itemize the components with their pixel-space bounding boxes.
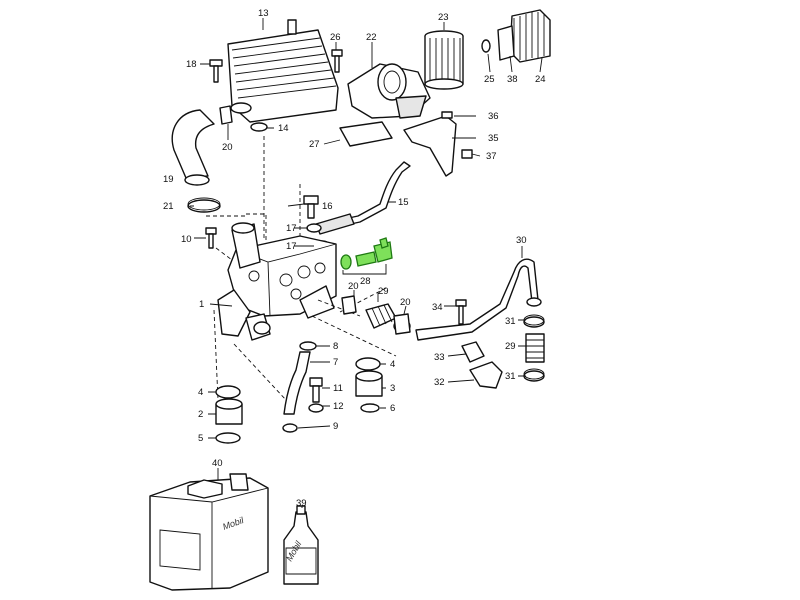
callout-27: 27 xyxy=(309,139,320,150)
callout-35: 35 xyxy=(488,133,499,144)
bolt-11 xyxy=(309,377,323,403)
oil-housing-1 xyxy=(217,222,337,341)
clamp-31a xyxy=(523,314,545,328)
callout-3: 3 xyxy=(390,383,395,394)
filter-cap-24 xyxy=(509,9,551,63)
callout-17a: 17 xyxy=(286,223,297,234)
callout-37: 37 xyxy=(486,151,497,162)
callout-10: 10 xyxy=(181,234,192,245)
callout-8: 8 xyxy=(333,341,338,352)
callout-6: 6 xyxy=(390,403,395,414)
oil-canister-40 xyxy=(149,473,269,591)
callout-18: 18 xyxy=(186,59,197,70)
callout-32: 32 xyxy=(434,377,445,388)
clamp-31b xyxy=(523,368,545,382)
callout-31a: 31 xyxy=(505,316,516,327)
callout-29b: 29 xyxy=(505,341,516,352)
callout-7: 7 xyxy=(333,357,338,368)
nipple-20-left xyxy=(219,105,233,125)
hose-29a xyxy=(365,303,397,329)
seal-14 xyxy=(250,122,268,132)
callout-25: 25 xyxy=(484,74,495,85)
seal-4a xyxy=(355,357,381,371)
callout-2: 2 xyxy=(198,409,203,420)
callout-36: 36 xyxy=(488,111,499,122)
callout-34: 34 xyxy=(432,302,443,313)
callout-4a: 4 xyxy=(390,359,395,370)
bolt-34 xyxy=(455,299,467,325)
gasket-27 xyxy=(339,121,393,147)
callout-26: 26 xyxy=(330,32,341,43)
callout-40: 40 xyxy=(212,458,223,469)
seal-5 xyxy=(215,432,241,444)
banjo-bolt-16 xyxy=(303,195,319,219)
callout-28: 28 xyxy=(360,276,371,287)
callout-14: 14 xyxy=(278,123,289,134)
hose-29b xyxy=(525,333,545,363)
nipple-20b xyxy=(341,295,357,315)
callout-22: 22 xyxy=(366,32,377,43)
callout-12: 12 xyxy=(333,401,344,412)
callout-20b: 20 xyxy=(348,281,359,292)
bolt-26 xyxy=(331,49,343,73)
callout-17b: 17 xyxy=(286,241,297,252)
callout-39: 39 xyxy=(296,498,307,509)
callout-29a: 29 xyxy=(378,286,389,297)
callout-33: 33 xyxy=(434,352,445,363)
plug-3 xyxy=(355,370,383,397)
pipe-7 xyxy=(283,351,311,415)
callout-20c: 20 xyxy=(400,297,411,308)
washer-12 xyxy=(308,403,324,413)
o-ring-25 xyxy=(481,39,491,53)
callout-4b: 4 xyxy=(198,387,203,398)
callout-24: 24 xyxy=(535,74,546,85)
callout-11: 11 xyxy=(333,383,343,394)
bolt-36 xyxy=(441,111,453,119)
bracket-35 xyxy=(403,115,457,177)
seal-38 xyxy=(497,25,515,61)
callout-30: 30 xyxy=(516,235,527,246)
callout-20: 20 xyxy=(222,142,233,153)
filter-housing xyxy=(347,63,431,119)
seal-4b xyxy=(215,385,241,399)
callout-23: 23 xyxy=(438,12,449,23)
plug-2 xyxy=(215,398,243,425)
callout-15: 15 xyxy=(398,197,409,208)
hose-19 xyxy=(171,109,215,179)
pipe-30 xyxy=(415,258,539,341)
clamp-33 xyxy=(461,341,485,363)
bracket-32 xyxy=(469,361,503,389)
bolt-18 xyxy=(209,59,223,83)
callout-19: 19 xyxy=(163,174,174,185)
callout-31b: 31 xyxy=(505,371,516,382)
oil-pressure-sensor-28-highlighted[interactable] xyxy=(340,237,393,270)
oil-cooler xyxy=(227,19,339,123)
callout-5: 5 xyxy=(198,433,203,444)
nipple-20c xyxy=(393,313,411,335)
callout-1: 1 xyxy=(199,299,204,310)
seal-8 xyxy=(299,341,317,351)
seal-17a xyxy=(306,223,322,233)
filter-element-23 xyxy=(424,30,464,90)
callout-9: 9 xyxy=(333,421,338,432)
clamp-21 xyxy=(187,197,221,213)
callout-38: 38 xyxy=(507,74,518,85)
callout-16: 16 xyxy=(322,201,333,212)
bolt-37 xyxy=(461,149,473,159)
callout-13: 13 xyxy=(258,8,269,19)
bolt-10 xyxy=(205,227,217,249)
seal-9 xyxy=(282,423,298,433)
callout-21: 21 xyxy=(163,201,174,212)
seal-6 xyxy=(360,403,380,413)
